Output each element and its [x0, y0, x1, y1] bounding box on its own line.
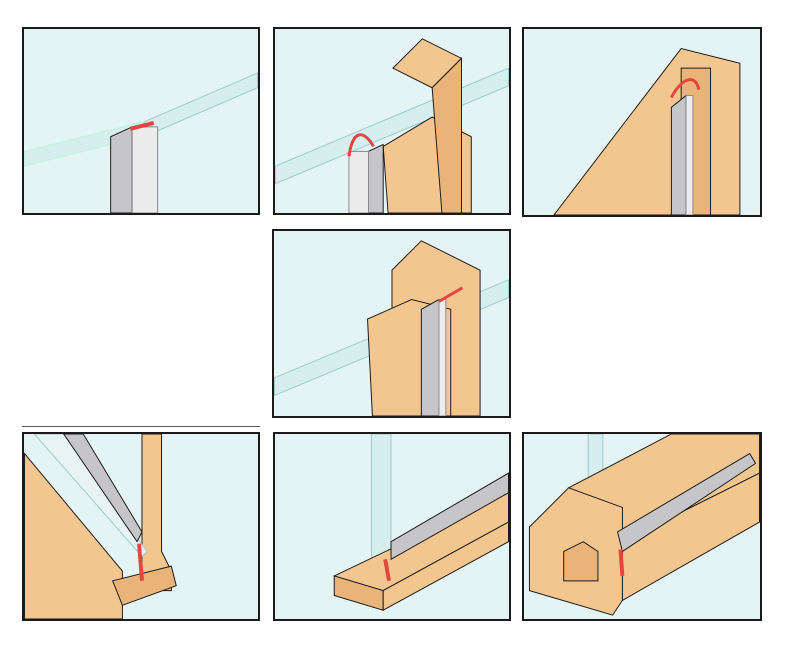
- illustration-glass-to-wall-notch: [275, 38, 509, 213]
- wood-sill-side: [382, 521, 509, 612]
- seal-strip: [616, 452, 757, 553]
- seal-strip-side: [348, 150, 369, 213]
- glass-pane: [33, 434, 148, 558]
- seal-lip: [137, 543, 144, 581]
- seal-lip: [618, 549, 625, 577]
- panel-bottom-channel-angled: [22, 432, 260, 621]
- seal-strip-side: [685, 95, 694, 215]
- panel-glass-to-glass: [22, 27, 260, 215]
- seal-strip: [390, 472, 509, 561]
- wood-profile-side: [621, 472, 760, 602]
- seal-strip: [670, 94, 687, 215]
- seal-lip: [670, 78, 701, 99]
- divider-line: [22, 426, 260, 427]
- illustration-glass-in-channel-frame: [274, 240, 509, 416]
- seal-strip-side: [131, 126, 159, 213]
- illustration-bottom-sill: [332, 434, 509, 612]
- panel-glass-to-wall-notch: [273, 27, 511, 215]
- illustration-glass-to-glass: [24, 72, 258, 213]
- seal-strip: [420, 298, 440, 416]
- illustration-bottom-channel-angled: [24, 434, 177, 619]
- illustration-glass-to-wall-corner: [553, 48, 741, 215]
- panel-glass-to-wall-corner: [522, 27, 762, 217]
- seal-lip: [129, 121, 155, 131]
- seal-strip: [368, 143, 384, 213]
- seal-strip-side: [438, 299, 447, 416]
- wood-channel-base: [111, 565, 177, 606]
- seal-lip: [438, 286, 464, 303]
- seal-lip: [347, 133, 375, 157]
- panel-bottom-sill: [273, 432, 511, 621]
- panel-glass-in-channel-frame: [272, 229, 511, 418]
- seal-strip: [63, 434, 143, 543]
- wood-profile-notch: [563, 541, 599, 582]
- seal-lip: [383, 558, 391, 582]
- seal-strip: [110, 126, 133, 213]
- wood-channel-left: [24, 452, 123, 619]
- wood-post-side: [431, 57, 462, 213]
- illustration-bottom-stepped-profile: [528, 434, 760, 616]
- glass-pane-right: [143, 72, 258, 138]
- panel-bottom-stepped-profile: [522, 432, 762, 621]
- wood-frame-face: [553, 48, 741, 215]
